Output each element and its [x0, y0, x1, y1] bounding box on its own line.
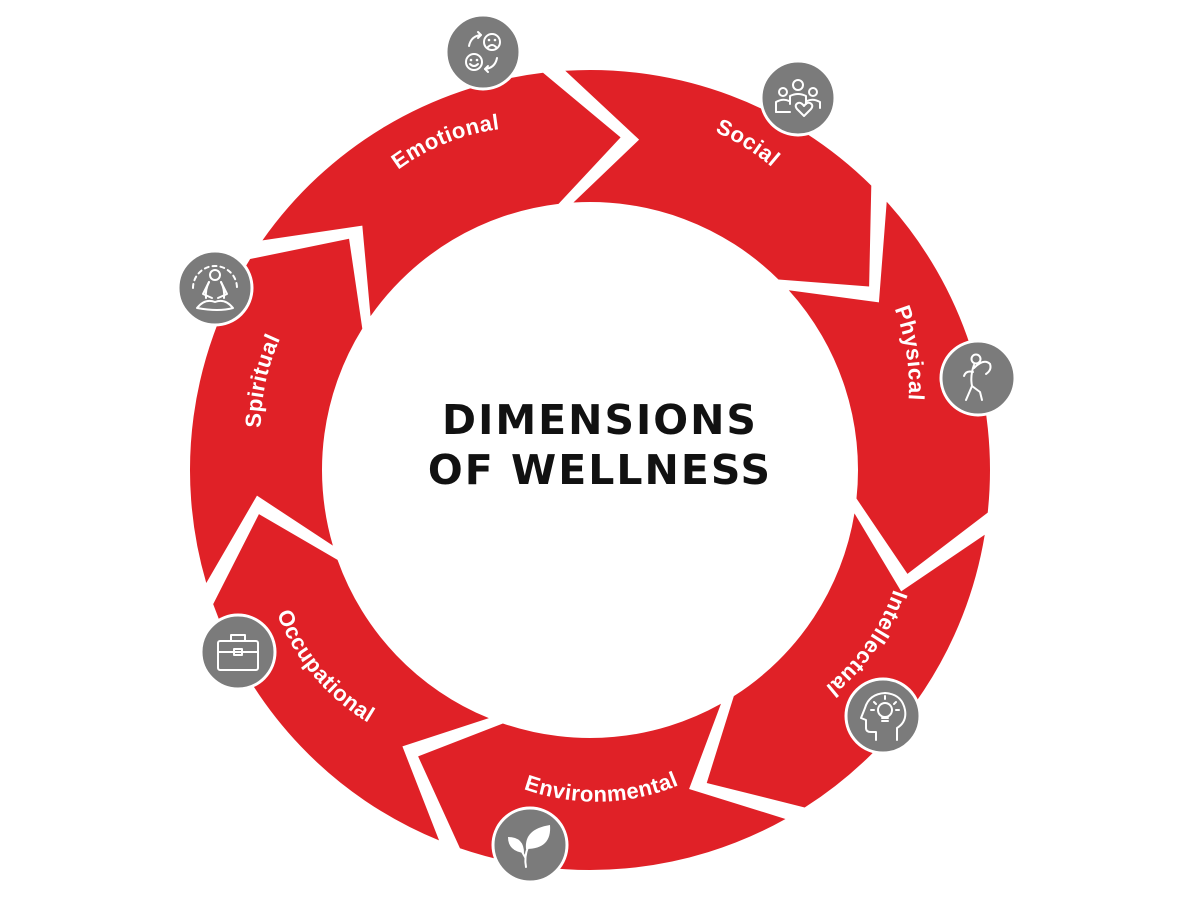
title-line-2: OF WELLNESS: [427, 446, 773, 494]
segment-intellectual: [788, 201, 990, 574]
segment-social: [262, 72, 621, 317]
intellectual-head-lightbulb-icon: [844, 677, 922, 755]
title-line-1: DIMENSIONS: [442, 396, 758, 444]
diagram-title: DIMENSIONS OF WELLNESS: [350, 395, 850, 495]
social-people-heart-icon: [759, 59, 837, 137]
environmental-leaf-icon: [491, 806, 569, 884]
spiritual-meditation-icon: [176, 249, 254, 327]
physical-stretching-icon: [939, 339, 1017, 417]
cycle-segments: [189, 69, 990, 870]
segment-emotional: [189, 238, 363, 583]
segment-physical: [565, 69, 872, 287]
occupational-briefcase-icon: [199, 613, 277, 691]
emotional-faces-icon: [444, 13, 522, 91]
segment-spiritual: [213, 514, 489, 841]
segment-environmental: [706, 513, 985, 808]
